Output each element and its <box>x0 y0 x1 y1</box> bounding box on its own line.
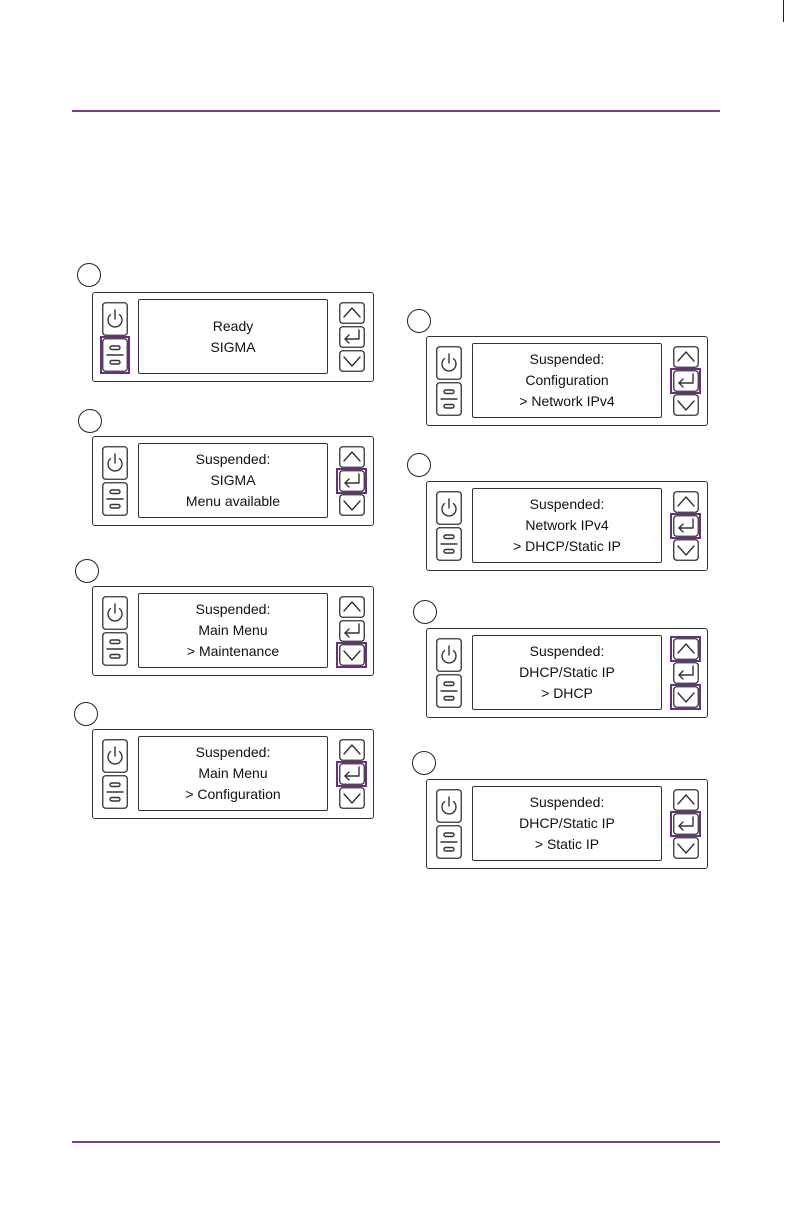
footer-rule <box>72 1141 720 1143</box>
down-button[interactable] <box>339 787 365 809</box>
up-button[interactable] <box>673 491 699 513</box>
lcd-line-2: Configuration <box>525 370 608 391</box>
enter-button[interactable] <box>339 620 365 642</box>
control-panel-step-8: Suspended:DHCP/Static IP> Static IP <box>426 779 708 869</box>
button-highlight <box>670 368 701 394</box>
step-marker-6 <box>407 453 431 477</box>
lcd-line-3: > DHCP/Static IP <box>513 536 621 557</box>
lcd-line-2: SIGMA <box>210 337 255 358</box>
lcd-line-1: Suspended: <box>530 792 605 813</box>
up-button[interactable] <box>339 739 365 761</box>
step-marker-4 <box>74 702 98 726</box>
down-button[interactable] <box>673 394 699 416</box>
button-highlight <box>670 636 701 662</box>
lcd-display: Suspended:DHCP/Static IP> DHCP <box>472 635 662 710</box>
lcd-line-2: SIGMA <box>210 470 255 491</box>
power-button[interactable] <box>102 302 128 336</box>
up-button[interactable] <box>339 446 365 468</box>
power-button[interactable] <box>102 446 128 480</box>
control-panel-step-6: Suspended:Network IPv4> DHCP/Static IP <box>426 481 708 571</box>
power-button[interactable] <box>436 638 462 672</box>
power-button[interactable] <box>436 346 462 380</box>
control-panel-step-4: Suspended:Main Menu> Configuration <box>92 729 374 819</box>
control-panel-step-2: Suspended:SIGMAMenu available <box>92 436 374 526</box>
button-highlight <box>670 513 701 539</box>
lcd-display: Suspended:Main Menu> Configuration <box>138 736 328 811</box>
step-marker-5 <box>407 309 431 333</box>
power-button[interactable] <box>102 739 128 773</box>
control-panel-step-7: Suspended:DHCP/Static IP> DHCP <box>426 628 708 718</box>
control-panel-step-3: Suspended:Main Menu> Maintenance <box>92 586 374 676</box>
button-highlight <box>336 468 367 494</box>
button-highlight <box>670 684 701 710</box>
button-highlight <box>100 336 130 374</box>
lcd-line-2: Network IPv4 <box>525 515 608 536</box>
lcd-line-1: Suspended: <box>196 449 271 470</box>
menu-button[interactable] <box>436 674 462 708</box>
button-highlight <box>336 761 367 787</box>
lcd-display: Suspended:Main Menu> Maintenance <box>138 593 328 668</box>
down-button[interactable] <box>339 350 365 372</box>
lcd-line-1: Suspended: <box>530 494 605 515</box>
lcd-line-2: DHCP/Static IP <box>519 813 615 834</box>
down-button[interactable] <box>339 494 365 516</box>
step-marker-3 <box>75 559 99 583</box>
lcd-line-3: > Maintenance <box>187 641 279 662</box>
lcd-line-1: Suspended: <box>530 641 605 662</box>
menu-button[interactable] <box>102 632 128 666</box>
lcd-display: Suspended:Configuration> Network IPv4 <box>472 343 662 418</box>
down-button[interactable] <box>673 539 699 561</box>
step-marker-8 <box>412 751 436 775</box>
menu-button[interactable] <box>102 775 128 809</box>
lcd-line-3: > DHCP <box>541 683 593 704</box>
down-button[interactable] <box>673 837 699 859</box>
lcd-line-3: > Configuration <box>185 784 280 805</box>
button-highlight <box>670 811 701 837</box>
lcd-line-3: Menu available <box>186 491 280 512</box>
up-button[interactable] <box>339 302 365 324</box>
menu-button[interactable] <box>436 527 462 561</box>
up-button[interactable] <box>673 346 699 368</box>
menu-button[interactable] <box>436 382 462 416</box>
power-button[interactable] <box>436 789 462 823</box>
lcd-line-1: Ready <box>213 316 253 337</box>
lcd-display: Suspended:DHCP/Static IP> Static IP <box>472 786 662 861</box>
page-corner-mark <box>783 0 784 22</box>
lcd-line-2: DHCP/Static IP <box>519 662 615 683</box>
menu-button[interactable] <box>436 825 462 859</box>
step-marker-1 <box>77 263 101 287</box>
step-marker-2 <box>78 409 102 433</box>
header-rule <box>72 110 720 112</box>
menu-button[interactable] <box>102 482 128 516</box>
lcd-line-1: Suspended: <box>530 349 605 370</box>
lcd-line-2: Main Menu <box>198 763 267 784</box>
power-button[interactable] <box>436 491 462 525</box>
up-button[interactable] <box>673 789 699 811</box>
control-panel-step-5: Suspended:Configuration> Network IPv4 <box>426 336 708 426</box>
lcd-line-3: > Network IPv4 <box>519 391 614 412</box>
lcd-line-1: Suspended: <box>196 742 271 763</box>
enter-button[interactable] <box>673 662 699 684</box>
lcd-line-3: > Static IP <box>535 834 599 855</box>
power-button[interactable] <box>102 596 128 630</box>
control-panel-step-1: ReadySIGMA <box>92 292 374 382</box>
button-highlight <box>336 642 367 668</box>
up-button[interactable] <box>339 596 365 618</box>
enter-button[interactable] <box>339 326 365 348</box>
step-marker-7 <box>413 600 437 624</box>
lcd-line-2: Main Menu <box>198 620 267 641</box>
lcd-line-1: Suspended: <box>196 599 271 620</box>
lcd-display: Suspended:Network IPv4> DHCP/Static IP <box>472 488 662 563</box>
